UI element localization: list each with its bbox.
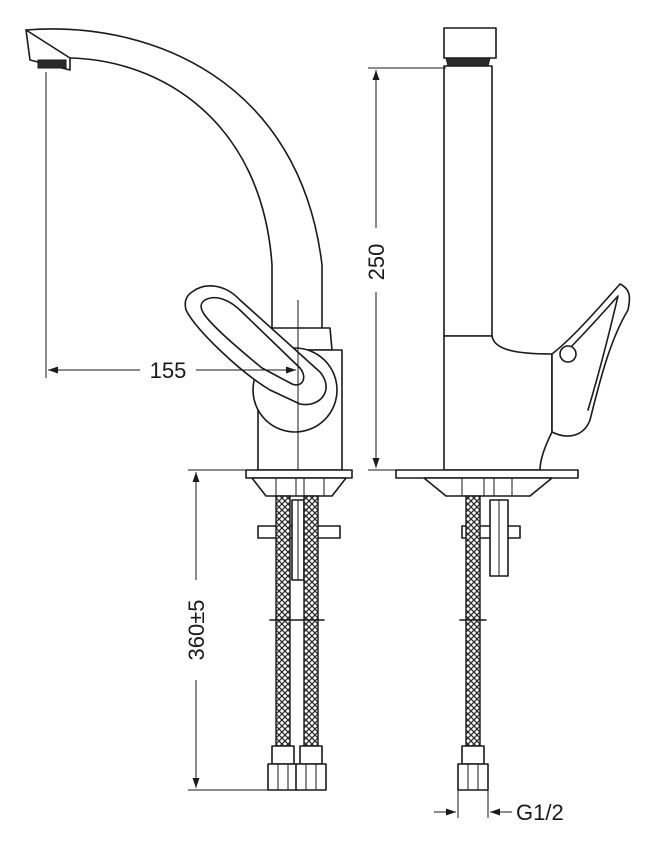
dimension-250-label: 250 <box>364 244 389 281</box>
dimension-155-label: 155 <box>150 358 187 383</box>
spout-outlet <box>445 57 491 67</box>
hose-fitting-right <box>299 745 323 765</box>
lever-slot <box>200 296 305 386</box>
mounting-bracket <box>251 477 347 497</box>
front-view <box>25 28 353 791</box>
side-lever-inner <box>565 295 619 411</box>
dimension-spout-height: 250 <box>364 67 446 471</box>
hose-left <box>275 495 291 747</box>
spout-cap <box>443 27 497 59</box>
side-body <box>443 335 553 471</box>
spout-column <box>443 65 493 337</box>
spout-inner <box>69 57 273 331</box>
hose-fitting-left <box>271 745 295 765</box>
side-hose <box>465 495 481 747</box>
side-base-plate <box>395 469 579 479</box>
side-hose-fitting <box>461 745 485 765</box>
dimension-spout-reach: 155 <box>45 72 299 470</box>
dimension-360-label: 360±5 <box>184 599 209 660</box>
side-lever <box>551 283 631 437</box>
side-mounting-bracket <box>423 477 553 497</box>
spout-outer <box>25 28 323 341</box>
aerator <box>37 59 67 69</box>
side-hose-nut <box>457 763 489 791</box>
side-view <box>395 27 631 791</box>
hose-nut-right <box>295 763 327 791</box>
lever-handle <box>184 285 327 406</box>
dimension-g12-label: G1/2 <box>516 800 564 825</box>
dimension-thread: G1/2 <box>434 790 564 825</box>
hose-nut-left <box>267 763 299 791</box>
dimension-hose-length: 360±5 <box>184 469 268 791</box>
hose-right <box>303 495 319 747</box>
side-lever-pivot <box>559 345 577 363</box>
base-plate <box>245 469 353 479</box>
